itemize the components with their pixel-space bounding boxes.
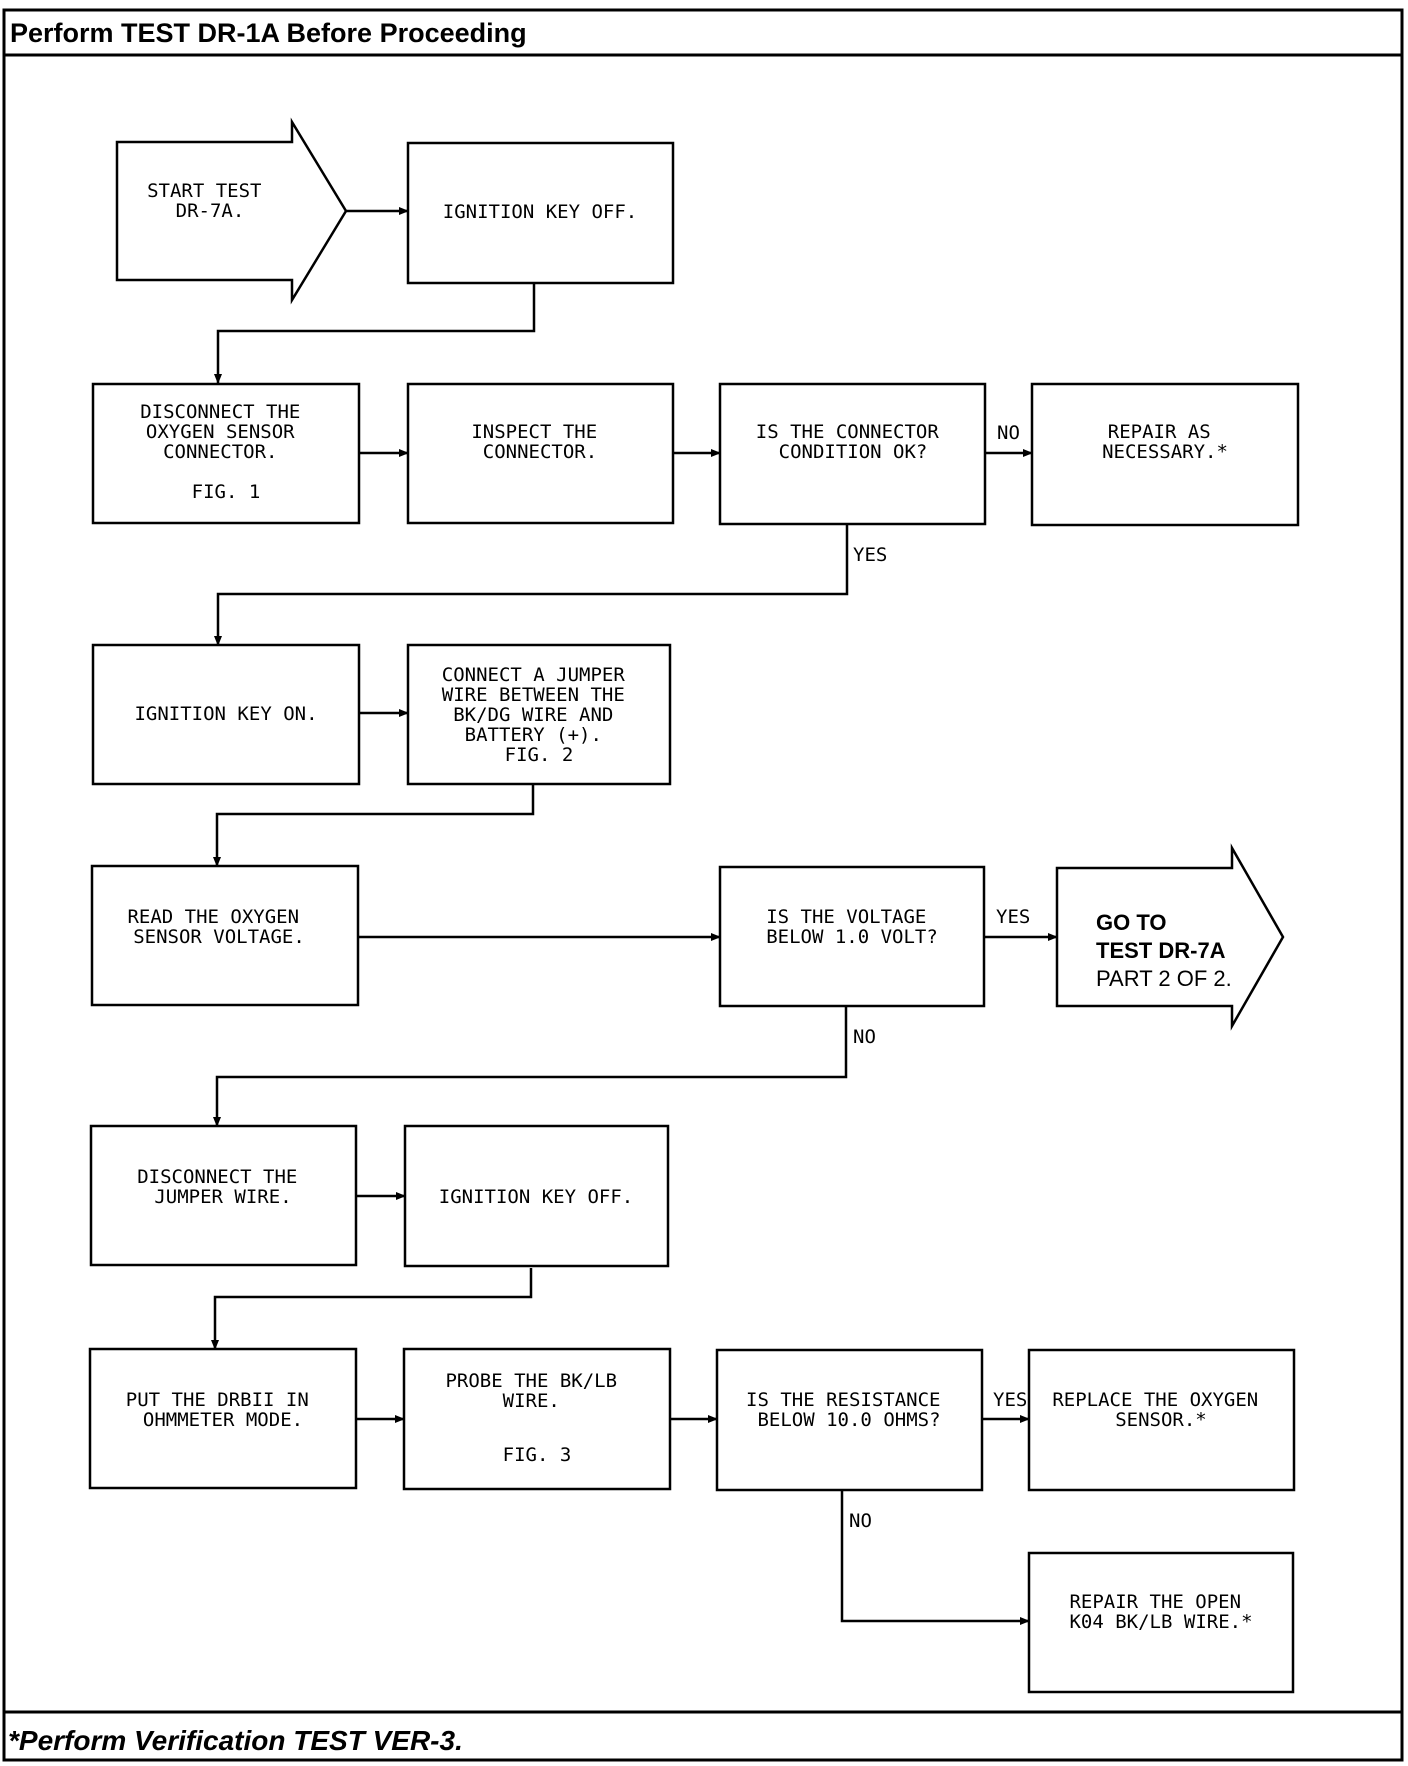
read-voltage-text: READ THE OXYGEN SENSOR VOLTAGE.	[127, 906, 310, 948]
arrow-key-off-to-disconnect	[214, 284, 536, 384]
outer-border	[2, 8, 1404, 1762]
arrow-decision-to-key-on	[214, 524, 849, 646]
box-key-off-2	[403, 1124, 670, 1268]
goto-arrow-shape	[1055, 843, 1285, 1031]
label-no-connector: NO	[997, 422, 1020, 444]
repair-as-necessary-text: REPAIR AS NECESSARY.*	[1102, 421, 1228, 463]
decision-connector-ok	[718, 382, 987, 526]
inspect-text: INSPECT THE CONNECTOR.	[471, 421, 608, 463]
repair-open-text: REPAIR THE OPEN K04 BK/LB WIRE.*	[1069, 1591, 1252, 1633]
key-off-1-text: IGNITION KEY OFF.	[443, 201, 637, 223]
decision-resistance-text: IS THE RESISTANCE BELOW 10.0 OHMS?	[746, 1389, 952, 1431]
box-ohmmeter	[88, 1347, 358, 1490]
arrow-voltage-to-disconnect-jumper	[213, 1006, 848, 1127]
label-no-voltage: NO	[853, 1026, 876, 1048]
arrow-resistance-to-repair-open	[840, 1490, 1030, 1625]
connectors	[211, 207, 1058, 1625]
goto-text: GO TO TEST DR-7A PART 2 OF 2.	[1096, 910, 1232, 991]
start-arrow-shape	[115, 117, 348, 305]
decision-resistance	[715, 1348, 984, 1492]
box-read-voltage	[90, 864, 360, 1007]
start-text: START TEST DR-7A.	[147, 180, 273, 222]
box-key-off-1	[406, 141, 675, 285]
arrow-jumper-to-read	[213, 785, 535, 867]
box-jumper	[406, 643, 672, 786]
key-on-text: IGNITION KEY ON.	[134, 703, 317, 725]
box-inspect	[406, 382, 675, 525]
decision-voltage	[718, 865, 986, 1008]
ohmmeter-text: PUT THE DRBII IN OHMMETER MODE.	[126, 1389, 320, 1431]
replace-sensor-text: REPLACE THE OXYGEN SENSOR.*	[1052, 1389, 1269, 1431]
box-repair-open	[1027, 1551, 1295, 1694]
label-yes-resistance: YES	[993, 1389, 1027, 1411]
box-replace-sensor	[1027, 1348, 1296, 1492]
page-title: Perform TEST DR-1A Before Proceeding	[10, 18, 527, 48]
decision-voltage-text: IS THE VOLTAGE BELOW 1.0 VOLT?	[766, 906, 938, 948]
disconnect-jumper-text: DISCONNECT THE JUMPER WIRE.	[137, 1166, 309, 1208]
label-yes-connector: YES	[853, 544, 887, 566]
label-no-resistance: NO	[849, 1510, 872, 1532]
box-probe	[402, 1347, 672, 1491]
key-off-2-text: IGNITION KEY OFF.	[439, 1186, 633, 1208]
box-disconnect-jumper	[89, 1124, 358, 1267]
label-yes-voltage: YES	[996, 906, 1030, 928]
box-disconnect-sensor	[91, 382, 361, 525]
decision-connector-text: IS THE CONNECTOR CONDITION OK?	[756, 421, 950, 463]
footer-note: *Perform Verification TEST VER-3.	[8, 1725, 463, 1756]
box-repair-as-necessary	[1030, 382, 1300, 527]
arrow-key-off-to-ohmmeter	[211, 1268, 533, 1350]
jumper-text: CONNECT A JUMPER WIRE BETWEEN THE BK/DG …	[442, 664, 636, 766]
disconnect-sensor-text: DISCONNECT THE OXYGEN SENSOR CONNECTOR. …	[140, 401, 312, 503]
probe-text: PROBE THE BK/LB WIRE. FIG. 3	[445, 1370, 628, 1466]
box-key-on	[91, 643, 361, 786]
